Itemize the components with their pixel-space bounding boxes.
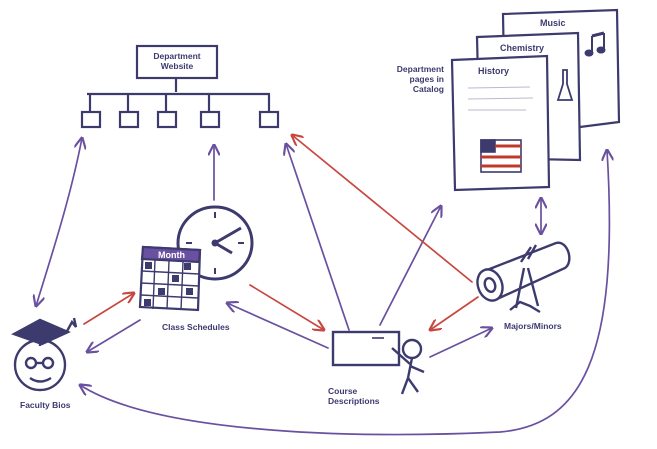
arrow-course-schedules (227, 303, 329, 349)
arrow-schedules-course (249, 284, 324, 330)
music-note-icon (584, 31, 606, 57)
arrow-website-faculty (36, 138, 82, 306)
website-page-node (199, 110, 221, 129)
connector-arrows (36, 135, 609, 436)
arrow-figure-majors (429, 328, 492, 358)
sitemap-icon (80, 44, 280, 129)
document-stack-icon (450, 8, 621, 192)
flag-icon (480, 139, 522, 173)
website-page-node (118, 110, 140, 129)
arrow-majors-website (292, 135, 473, 283)
arrow-faculty-schedules (83, 293, 134, 325)
majors-minors-label: Majors/Minors (504, 321, 562, 331)
page-label-chemistry: Chemistry (500, 43, 544, 53)
website-page-node (156, 110, 178, 129)
website-page-node (80, 110, 102, 129)
stick-figure-chalkboard-icon (331, 330, 425, 395)
arrow-course-website (286, 144, 350, 331)
page-label-history: History (478, 66, 509, 76)
arrow-majors-course (430, 296, 479, 330)
faculty-bios-label: Faculty Bios (20, 400, 71, 410)
graduate-face-icon (11, 317, 78, 392)
department-pages-label: Department pages in Catalog (396, 64, 444, 94)
calendar-month-label: Month (158, 250, 185, 260)
course-descriptions-label: Course Descriptions (328, 386, 380, 406)
flask-icon (556, 69, 574, 101)
arrow-faculty-catalog (80, 150, 609, 436)
diploma-scroll-icon (476, 241, 571, 314)
website-page-node (258, 110, 280, 129)
class-schedules-label: Class Schedules (162, 322, 230, 332)
arrow-course-catalog (379, 206, 441, 326)
page-label-music: Music (540, 18, 566, 28)
arrow-schedules-faculty (87, 319, 141, 352)
department-website-label: Department Website (153, 51, 201, 71)
